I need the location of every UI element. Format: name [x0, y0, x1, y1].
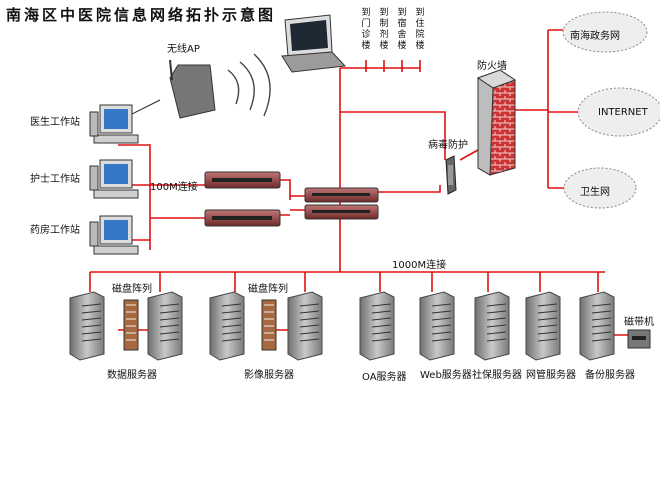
external-network-label: 南海政务网: [570, 31, 620, 42]
server-label: 网管服务器: [526, 370, 576, 381]
page-title: 南海区中医院信息网络拓扑示意图: [6, 6, 277, 24]
server-tower-icon: [209, 291, 245, 361]
wireless-ap-label: 无线AP: [167, 44, 200, 55]
link-100m-label: 100M连接: [150, 182, 198, 193]
link-1000m-label: 1000M连接: [392, 260, 447, 271]
access-switch-1: [204, 171, 281, 189]
server-tower-icon: [525, 291, 561, 361]
to-building-label: 到住院楼: [415, 8, 425, 51]
workstation-icon: [89, 104, 139, 144]
server-tower-icon: [69, 291, 105, 361]
server-towers: [69, 291, 615, 361]
server-tower-icon: [579, 291, 615, 361]
external-network-label: INTERNET: [598, 107, 648, 118]
server-label: 备份服务器: [585, 370, 635, 381]
disk-array-icon: [261, 299, 277, 351]
workstation-icon: [89, 159, 139, 199]
workstation-label: 护士工作站: [30, 174, 80, 185]
tape-drive-icon: [627, 329, 651, 349]
cloud-icon: [577, 87, 660, 137]
server-label: 数据服务器: [107, 370, 157, 381]
server-tower-icon: [359, 291, 395, 361]
wireless-ap: [169, 59, 216, 119]
antivirus-label: 病毒防护: [428, 140, 468, 151]
tape-drive-label: 磁带机: [624, 317, 654, 328]
disk-array-icon: [123, 299, 139, 351]
disk-array-label: 磁盘阵列: [248, 284, 288, 295]
cloud-icon: [562, 11, 648, 53]
workstation-label: 药房工作站: [30, 225, 80, 236]
firewall-icon: [476, 69, 517, 176]
workstation-icon: [89, 215, 139, 255]
access-switch-2: [204, 209, 281, 227]
to-building-label: 到制剂楼: [379, 8, 389, 51]
laptop-icon: [281, 14, 347, 73]
external-network-label: 卫生网: [580, 187, 610, 198]
to-building-label: 到门诊楼: [361, 8, 371, 51]
server-tower-icon: [474, 291, 510, 361]
server-label: 社保服务器: [472, 370, 522, 381]
core-switch: [304, 187, 379, 220]
firewall-label: 防火墙: [477, 61, 507, 72]
server-tower-icon: [287, 291, 323, 361]
disk-array-label: 磁盘阵列: [112, 284, 152, 295]
to-building-label: 到宿舍楼: [397, 8, 407, 51]
server-label: 影像服务器: [244, 370, 294, 381]
server-label: OA服务器: [362, 372, 407, 383]
wireless-signal-icon: [227, 53, 271, 117]
antivirus-device: [445, 155, 457, 195]
server-tower-icon: [147, 291, 183, 361]
workstation-label: 医生工作站: [30, 117, 80, 128]
server-tower-icon: [419, 291, 455, 361]
cloud-icon: [563, 167, 637, 209]
server-label: Web服务器: [420, 370, 472, 381]
